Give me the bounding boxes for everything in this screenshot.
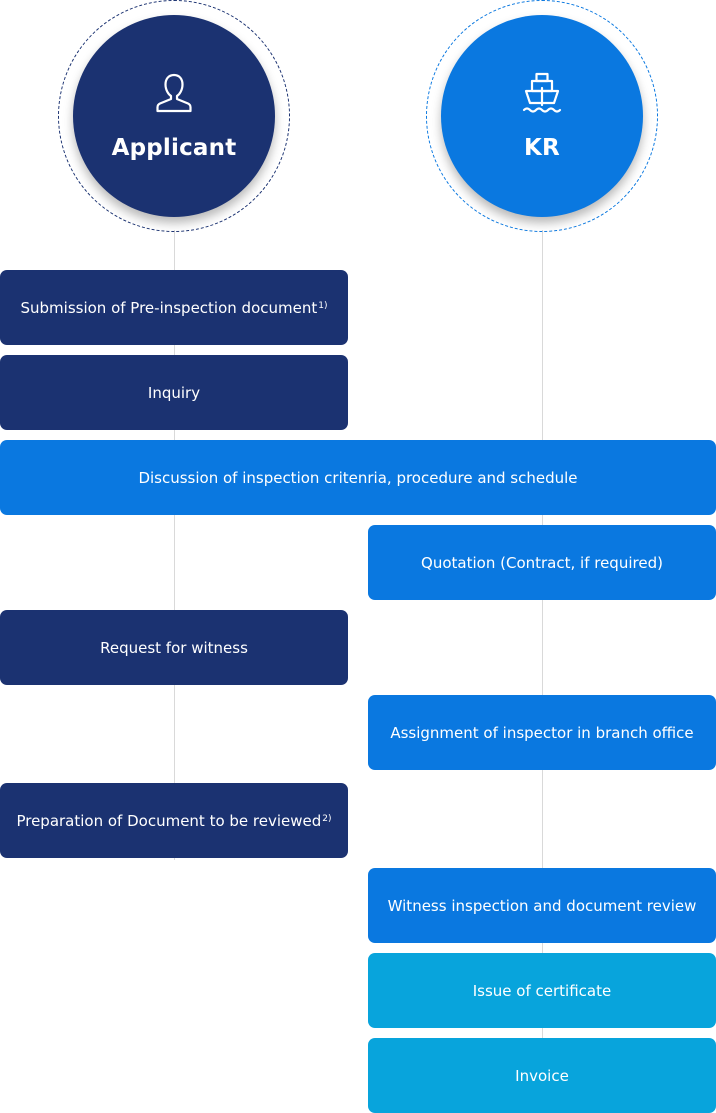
step-label: Request for witness xyxy=(100,638,248,657)
footnote-marker: 2) xyxy=(322,813,332,824)
step-label: Inquiry xyxy=(147,383,201,402)
ship-icon xyxy=(522,72,562,113)
kr-label: KR xyxy=(524,135,560,161)
kr-lane-line xyxy=(542,230,543,1110)
applicant-actor: Applicant xyxy=(58,0,290,232)
applicant-ring xyxy=(58,0,290,232)
step-assignment-of-inspector: Assignment of inspector in branch office xyxy=(368,695,716,770)
footnote-marker: 1) xyxy=(318,300,328,311)
step-label: Issue of certificate xyxy=(472,981,612,1000)
applicant-lane-line xyxy=(174,230,175,860)
applicant-disc: Applicant xyxy=(73,15,275,217)
step-label: Invoice xyxy=(515,1066,569,1085)
step-quotation: Quotation (Contract, if required) xyxy=(368,525,716,600)
applicant-label: Applicant xyxy=(111,135,237,161)
step-invoice: Invoice xyxy=(368,1038,716,1113)
step-request-for-witness: Request for witness xyxy=(0,610,348,685)
step-witness-inspection: Witness inspection and document review xyxy=(368,868,716,943)
step-discussion: Discussion of inspection critenria, proc… xyxy=(0,440,716,515)
kr-disc: KR xyxy=(441,15,643,217)
step-label: Submission of Pre-inspection document xyxy=(20,298,318,317)
step-label: Witness inspection and document review xyxy=(387,896,697,915)
kr-actor: KR xyxy=(426,0,658,232)
person-icon xyxy=(156,73,192,113)
step-inquiry: Inquiry xyxy=(0,355,348,430)
step-label: Assignment of inspector in branch office xyxy=(390,723,694,742)
step-label: Quotation (Contract, if required) xyxy=(421,553,663,572)
kr-ring xyxy=(426,0,658,232)
step-issue-of-certificate: Issue of certificate xyxy=(368,953,716,1028)
step-label: Preparation of Document to be reviewed xyxy=(16,811,322,830)
step-label: Discussion of inspection critenria, proc… xyxy=(138,468,578,487)
